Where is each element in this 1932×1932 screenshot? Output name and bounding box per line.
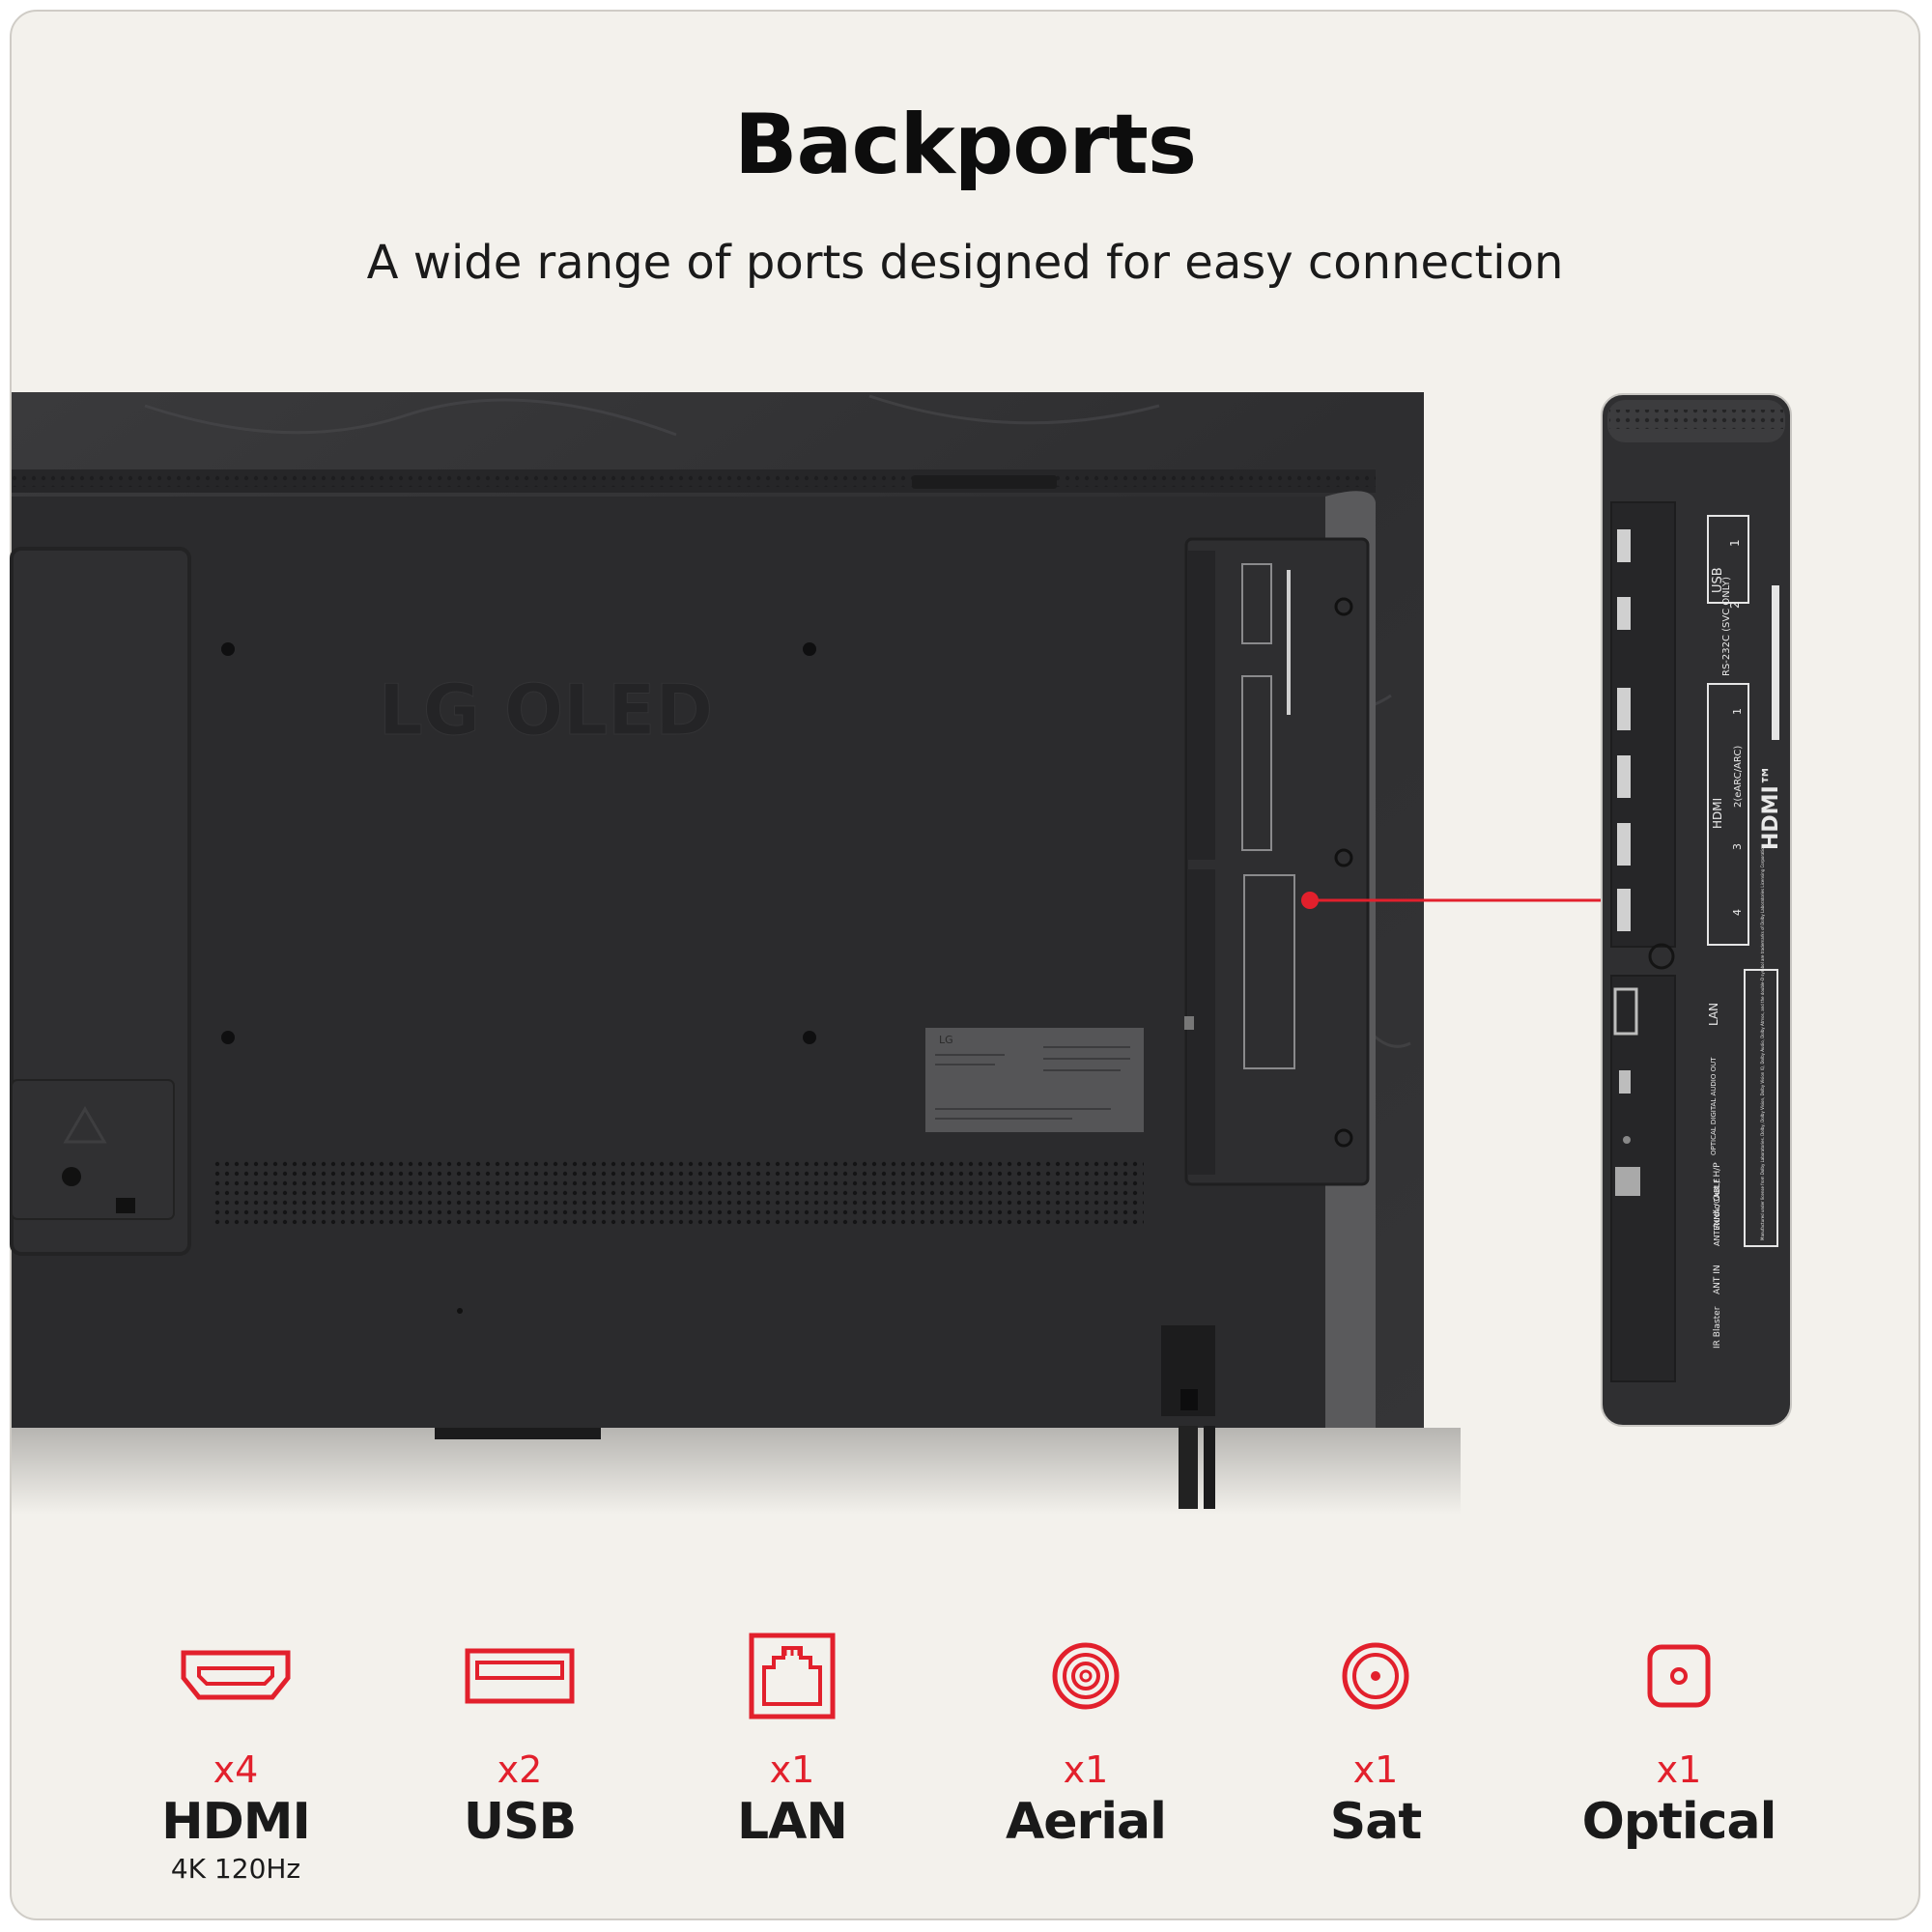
port-aerial: x1 Aerial (960, 1623, 1211, 1851)
tv-logo: LG OLED (379, 669, 713, 751)
hdmi-icon (181, 1650, 291, 1700)
port-lan: x1 LAN (667, 1623, 918, 1851)
port-count: x1 (1656, 1748, 1702, 1791)
zoom-hdmi-num-3: 3 (1731, 843, 1744, 850)
usb-icon (465, 1648, 575, 1704)
zoom-lan-label: LAN (1707, 1003, 1720, 1026)
zoom-usb-num-1: 1 (1728, 539, 1742, 547)
port-name: Aerial (1006, 1793, 1167, 1851)
optical-icon (1647, 1644, 1711, 1708)
page-title: Backports (733, 97, 1197, 193)
tv-port-panel (1184, 537, 1370, 1186)
sat-icon (1342, 1642, 1409, 1710)
zoom-ir-label: IR Blaster (1713, 1306, 1722, 1349)
port-hdmi: x4 HDMI 4K 120Hz (110, 1623, 361, 1885)
zoom-license-text: Manufactured under license from Dolby La… (1760, 844, 1765, 1240)
rating-label (925, 1028, 1144, 1132)
port-count: x2 (497, 1748, 543, 1791)
port-sat: x1 Sat (1250, 1623, 1501, 1851)
port-count: x1 (1352, 1748, 1399, 1791)
port-name: Sat (1329, 1793, 1422, 1851)
port-count: x1 (769, 1748, 815, 1791)
callout-dot (1301, 892, 1319, 909)
aerial-icon (1052, 1642, 1120, 1710)
zoom-audio-label: Audio Out / H/P (1713, 1162, 1722, 1229)
port-usb: x2 USB (394, 1623, 645, 1851)
port-name: Optical (1581, 1793, 1777, 1851)
tv-shadow (12, 1428, 1461, 1515)
zoom-hdmi-label: HDMI (1711, 798, 1724, 829)
tv-back-body (12, 497, 1325, 1428)
lan-icon (749, 1633, 836, 1719)
zoom-usb-num-2: 2 (1728, 601, 1742, 609)
port-count: x1 (1063, 1748, 1109, 1791)
port-count: x4 (213, 1748, 259, 1791)
zoom-hdmi-num-2: 2(eARC/ARC) (1733, 746, 1744, 808)
zoom-hdmi-num-1: 1 (1731, 708, 1744, 715)
port-name: HDMI (161, 1793, 311, 1851)
zoom-hdmi-num-4: 4 (1731, 909, 1744, 916)
port-summary: x4 HDMI 4K 120Hz x2 USB x1 LAN (0, 1623, 1932, 1903)
port-note: 4K 120Hz (170, 1853, 301, 1885)
page-subtitle: A wide range of ports designed for easy … (366, 236, 1564, 290)
port-name: USB (463, 1793, 577, 1851)
zoom-rs232-label: RS-232C (SVC ONLY) (1721, 577, 1732, 676)
speaker-grille (214, 1159, 1144, 1227)
zoom-usb-label: USB (1711, 567, 1725, 593)
zoom-hdmi-logo: HDMI™ (1759, 764, 1783, 850)
zoom-optical-label: OPTICAL DIGITAL AUDIO OUT (1710, 1057, 1718, 1155)
port-name: LAN (737, 1793, 848, 1851)
zoom-ant-in-label: ANT IN (1713, 1264, 1722, 1294)
port-optical: x1 Optical (1553, 1623, 1804, 1851)
zoom-antenna-label: ANTENNA /CABLE (1713, 1179, 1721, 1246)
rating-label-brand: LG (939, 1034, 953, 1046)
